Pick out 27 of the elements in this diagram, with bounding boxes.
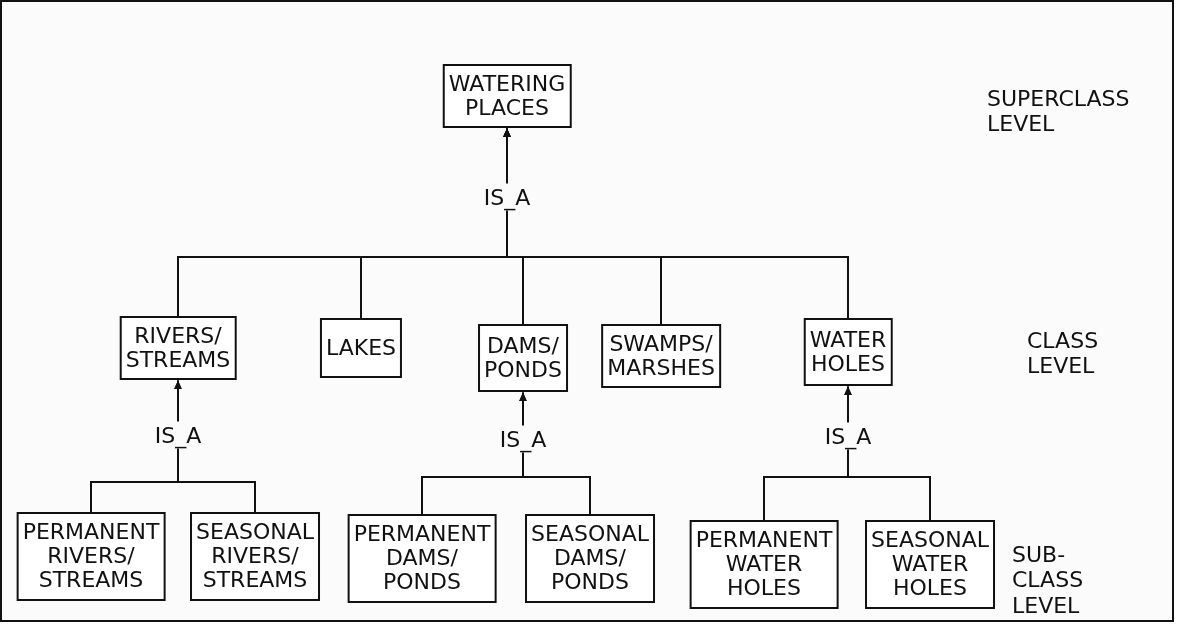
- class-box: [347, 514, 497, 603]
- class-name: SWAMPS/ MARSHES: [607, 332, 715, 381]
- class-name: SEASONAL WATER HOLES: [871, 528, 989, 601]
- class-box: [478, 324, 568, 393]
- class-box: [689, 520, 839, 609]
- class-box: [442, 64, 572, 129]
- class-name: SEASONAL DAMS/ PONDS: [531, 522, 649, 595]
- class-box: [865, 520, 995, 609]
- class-name: PERMANENT RIVERS/ STREAMS: [22, 520, 160, 593]
- class-box: [16, 512, 166, 601]
- level-label: SUB-CLASS LEVEL: [1012, 542, 1084, 618]
- class-box: [803, 318, 893, 387]
- class-box: [525, 514, 655, 603]
- class-name: WATER HOLES: [809, 328, 887, 377]
- class-name: PERMANENT WATER HOLES: [695, 528, 833, 601]
- class-box: [119, 316, 237, 381]
- class-name: WATERING PLACES: [448, 72, 566, 121]
- class-box: [190, 512, 320, 601]
- level-label: SUPERCLASS LEVEL: [987, 86, 1130, 137]
- class-box: [319, 318, 403, 379]
- class-name: DAMS/ PONDS: [484, 334, 562, 383]
- class-name: SEASONAL RIVERS/ STREAMS: [196, 520, 314, 593]
- level-label: CLASS LEVEL: [1027, 328, 1099, 379]
- class-name: RIVERS/ STREAMS: [125, 324, 231, 373]
- class-name: LAKES: [325, 336, 397, 361]
- class-name: PERMANENT DAMS/ PONDS: [353, 522, 491, 595]
- class-box: [601, 324, 721, 389]
